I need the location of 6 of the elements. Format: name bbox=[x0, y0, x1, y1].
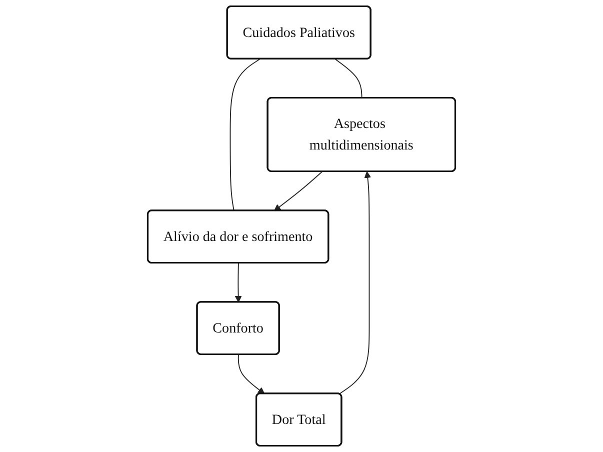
connector bbox=[334, 58, 362, 99]
arrow bbox=[274, 171, 323, 212]
connector bbox=[230, 58, 260, 212]
arrow bbox=[338, 171, 372, 394]
arrow bbox=[234, 262, 242, 303]
arrow bbox=[238, 354, 265, 394]
